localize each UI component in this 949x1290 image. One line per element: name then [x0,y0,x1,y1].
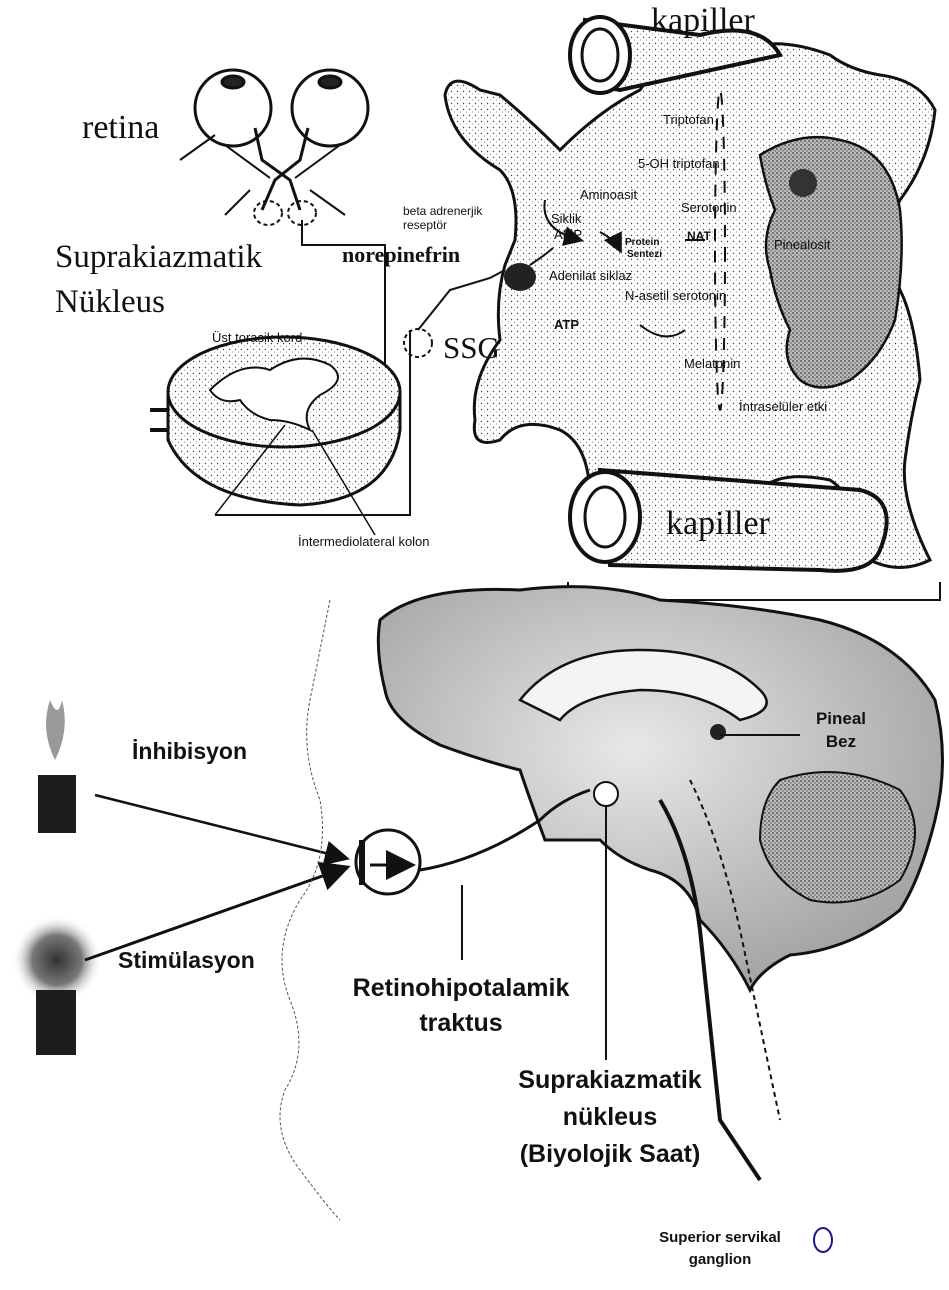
adenylate-cyclase-label: Adenilat siklaz [549,269,632,283]
candle-dim-illustration [38,700,76,833]
stimulation-label: Stimülasyon [118,948,255,972]
beta-receptor-label-line2: reseptör [403,219,447,232]
cyclic-amp-label-line1: Siklik [551,212,581,226]
rht-label-line2: traktus [316,1010,606,1036]
cyclic-amp-label-line2: AMP [554,228,582,242]
spinal-cord-illustration [150,337,400,505]
rht-label-line1: Retinohipotalamik [316,975,606,1001]
ganglion-label-line2: ganglion [620,1252,820,1268]
capillary-bottom-label: kapiller [666,506,770,542]
inhibition-label: İnhibisyon [132,739,247,763]
protein-synthesis-label-line1: Protein [625,238,659,249]
protein-synthesis-label-line2: Sentezi [627,250,662,261]
intracellular-effect-label: İntraselüler etki [739,400,827,414]
head-outline [280,600,340,1220]
pathway-serotonin: Serotonin [681,201,737,215]
norepinephrine-label: norepinefrin [342,243,460,266]
upper-thoracic-cord-label: Üst torasik kord [212,331,302,345]
amino-acid-label: Aminoasit [580,188,637,202]
scn-bottom-label-line1: Suprakiazmatik [475,1067,745,1093]
scn-bottom-label-line2: nükleus [475,1104,745,1130]
pathway-tryptophan: Triptofan [663,113,714,127]
nat-label: NAT [687,230,711,243]
ganglion-label-line1: Superior servikal [620,1230,820,1246]
pathway-melatonin: Melatonin [684,357,740,371]
beta-receptor-label-line1: beta adrenerjik [403,205,482,218]
intermediolateral-column-label: İntermediolateral kolon [298,535,430,549]
ssg-label: SSG [443,332,500,365]
capillary-top-label: kapiller [651,3,755,39]
pinealocyte-label: Pinealosit [774,238,830,252]
atp-label: ATP [554,318,579,332]
candle-bright-illustration [12,915,102,1055]
pineal-label-line2: Bez [796,733,886,751]
scn-top-label-line1: Suprakiazmatik [55,240,262,275]
retina-label: retina [82,110,159,146]
eyes-illustration [195,70,368,225]
pathway-n-acetyl-serotonin: N-asetil serotonin [625,289,726,303]
scn-bottom-label-line3: (Biyolojik Saat) [475,1141,745,1167]
pathway-5oh-tryptophan: 5-OH triptofan [638,157,720,171]
inhibition-arrow [95,795,345,858]
scn-top-label-line2: Nükleus [55,285,165,320]
pineal-label-line1: Pineal [796,710,886,728]
